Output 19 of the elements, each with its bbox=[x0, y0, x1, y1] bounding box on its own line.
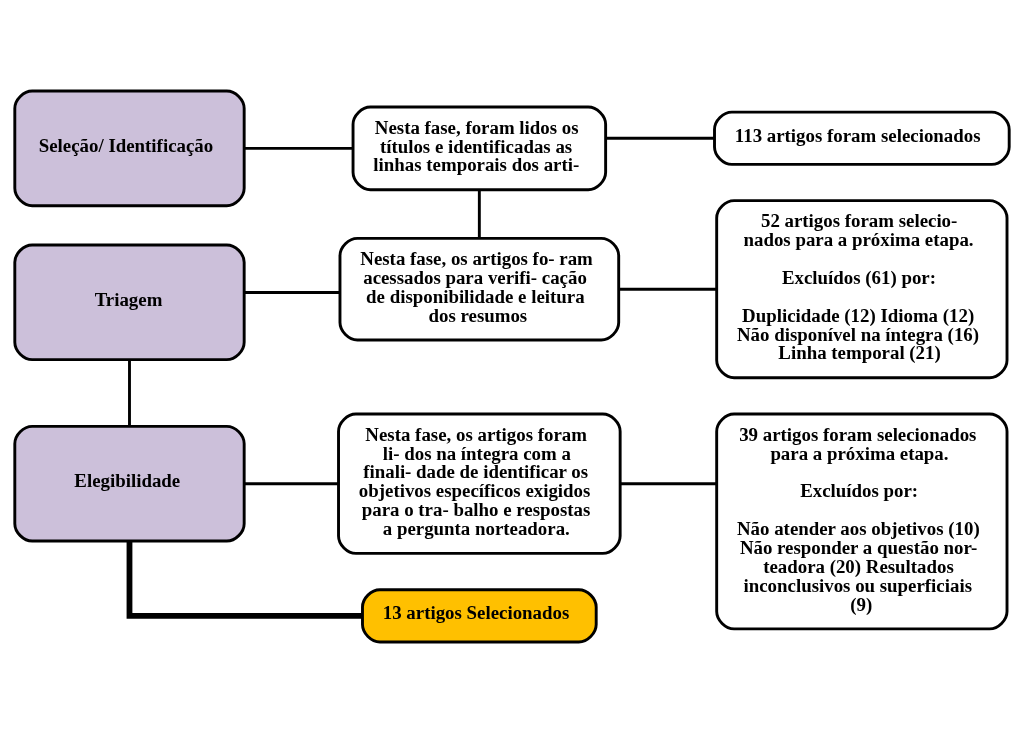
connector bbox=[620, 481, 717, 485]
connector bbox=[244, 481, 338, 485]
node-box: Nesta fase, os artigos fo- ram acessados para verifi- cação de disponibilidade e leitura dos resumos bbox=[338, 236, 620, 341]
connector bbox=[477, 189, 481, 238]
node-box: 52 artigos foram selecio- nados para a próxima etapa. Excluídos (61) por: Duplicidade (12) Idioma (12) Não disponível na íntegra (16) Linha temporal (21) bbox=[714, 198, 1008, 379]
connector bbox=[618, 287, 716, 291]
node-box: Seleção/ Identificação bbox=[12, 89, 246, 207]
node-box: 39 artigos foram selecionados para a próxima etapa. Excluídos por: Não atender aos objetivos (10) Não responder a questão nor- teadora (20) Resultados inconclusivos ou superficiais (9) bbox=[714, 412, 1008, 630]
node-box: 13 artigos Selecionados bbox=[360, 587, 598, 643]
node-box: Triagem bbox=[12, 242, 246, 361]
node-box: 113 artigos foram selecionados bbox=[712, 110, 1011, 166]
connector bbox=[127, 359, 131, 426]
connector bbox=[605, 136, 714, 140]
connector bbox=[244, 290, 340, 294]
connector bbox=[126, 540, 362, 619]
node-box: Nesta fase, foram lidos os títulos e identificadas as linhas temporais dos arti- bbox=[351, 105, 607, 191]
connector bbox=[244, 146, 353, 150]
node-box: Nesta fase, os artigos foram li- dos na íntegra com a finali- dade de identificar os objetivos específicos exigidos para o tra- balho e respostas a pergunta norteadora. bbox=[336, 412, 622, 555]
node-box: Elegibilidade bbox=[12, 424, 246, 542]
